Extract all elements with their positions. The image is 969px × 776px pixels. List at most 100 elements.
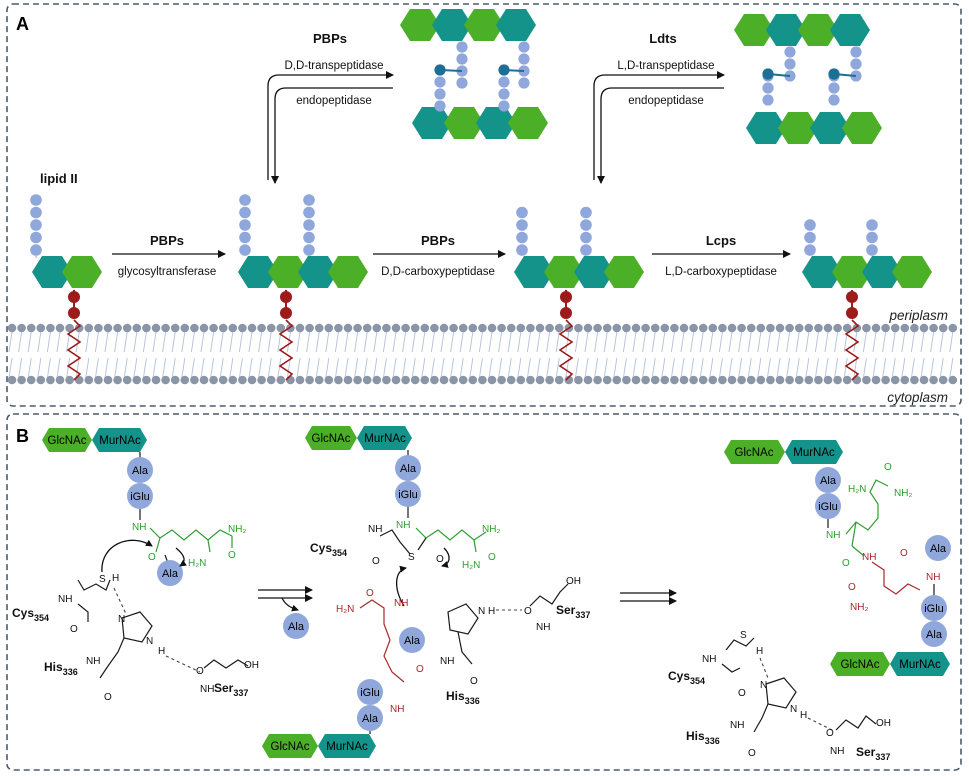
lipid-head-outer	[910, 323, 919, 333]
lipid-head-inner	[65, 375, 74, 385]
svg-text:H₂N: H₂N	[336, 604, 354, 615]
lipid-head-outer	[650, 323, 660, 333]
phosphate	[280, 307, 292, 319]
lipid-tail-lower	[862, 357, 867, 379]
lipid-head-inner	[343, 375, 353, 385]
svg-text:GlcNAc: GlcNAc	[271, 741, 310, 753]
murnac-hexagon	[802, 256, 842, 288]
lipid-head-outer	[228, 323, 238, 333]
stem-bead	[850, 46, 862, 58]
structure-2-acyl-enzyme: GlcNAc MurNAc Ala iGlu NH NH₂ H₂N O	[262, 426, 590, 758]
lipid-head-outer	[727, 323, 737, 333]
lipid-head-inner	[775, 375, 785, 385]
tripeptide-bead	[804, 219, 816, 231]
lipid-head-outer	[794, 323, 804, 333]
cys-label-2: Cys354	[310, 541, 347, 558]
lipid-tail-lower	[85, 357, 90, 379]
his-label-2: His336	[446, 689, 480, 706]
lipid-tail-upper	[526, 331, 531, 353]
svg-text:H: H	[800, 710, 807, 721]
lipid-head-inner	[631, 375, 641, 385]
lipid-tail-lower	[642, 357, 647, 379]
lipid-head-outer	[334, 323, 343, 333]
step1-enzyme: PBPs	[150, 233, 184, 248]
lipid-head-inner	[180, 375, 190, 385]
ser-label-2: Ser337	[556, 603, 590, 620]
pentapeptide-bead	[303, 244, 315, 256]
iglu-residue-bottom: iGlu	[357, 679, 383, 705]
svg-text:NH: NH	[390, 704, 404, 715]
svg-text:Ala: Ala	[132, 465, 149, 477]
svg-text:H: H	[756, 646, 763, 657]
svg-text:O: O	[196, 666, 204, 677]
svg-text:MurNAc: MurNAc	[326, 741, 368, 753]
glcnac-hexagon	[268, 256, 308, 288]
lipid-tail-upper	[123, 331, 128, 353]
lipid-tail-upper	[315, 331, 320, 353]
svg-text:O: O	[900, 548, 908, 559]
lipid-head-inner	[190, 375, 199, 385]
svg-text:N: N	[478, 606, 485, 617]
lipid-head-outer	[919, 323, 929, 333]
lipid-tail-lower	[267, 357, 272, 379]
lipid-head-inner	[449, 375, 458, 385]
svg-text:NH: NH	[396, 520, 410, 531]
lipid-head-inner	[890, 375, 900, 385]
lipid-tail-lower	[277, 357, 282, 379]
lipid-head-inner	[199, 375, 209, 385]
lipid-tail-upper	[517, 331, 522, 353]
glcnac-hexagon	[604, 256, 644, 288]
svg-text:GlcNAc: GlcNAc	[735, 447, 774, 459]
lipid-tail-lower	[930, 357, 935, 379]
svg-text:NH₂: NH₂	[228, 524, 246, 535]
svg-text:OH: OH	[244, 660, 259, 671]
lipid-tail-upper	[738, 331, 743, 353]
lipid-tail-lower	[632, 357, 637, 379]
lipid-tail-lower	[613, 357, 618, 379]
tetrapeptide-bead	[580, 219, 592, 231]
lipid-tail-lower	[306, 357, 311, 379]
pentapeptide-bead	[30, 206, 42, 219]
lipid-tail-upper	[910, 331, 915, 353]
crosslinked-peptidoglycan-ld	[734, 14, 882, 144]
lipid-head-outer	[468, 323, 478, 333]
lipid-head-inner	[324, 375, 334, 385]
ala-residue: Ala	[127, 457, 153, 483]
lipid-tail-lower	[747, 357, 752, 379]
stem-bead	[828, 94, 840, 106]
lipid-head-inner	[17, 375, 26, 385]
step3-activity: L,D-carboxypeptidase	[665, 266, 777, 278]
lipid-tail-lower	[498, 357, 503, 379]
svg-text:Ala: Ala	[926, 629, 943, 641]
ala-residue-right-bottom: Ala	[921, 621, 947, 647]
lipid-tail-upper	[162, 331, 167, 353]
lipid-head-inner	[766, 375, 775, 385]
pentapeptide-bead	[303, 219, 315, 231]
stem-bead	[518, 77, 530, 89]
lipid-tail-upper	[296, 331, 301, 353]
lipid-tail-upper	[181, 331, 186, 353]
murnac-hexagon	[766, 14, 806, 46]
lipid-head-outer	[814, 323, 823, 333]
svg-text:N: N	[760, 680, 767, 691]
glcnac-hexagon	[892, 256, 932, 288]
lipid-head-inner	[36, 375, 46, 385]
lipid-head-outer	[862, 323, 871, 333]
lipid-head-outer	[554, 323, 564, 333]
amine-attack-arrow	[396, 565, 407, 607]
electron-push-arrow	[175, 547, 187, 567]
lipid-tail-upper	[200, 331, 205, 353]
lipid-head-inner	[286, 375, 295, 385]
lipid-head-outer	[84, 323, 94, 333]
lipid-tail-upper	[450, 331, 455, 353]
lipid-head-inner	[103, 375, 113, 385]
svg-text:O: O	[738, 688, 746, 699]
lipid-tail-lower	[344, 357, 349, 379]
lipid-tail-lower	[37, 357, 42, 379]
ala-residue-mid: Ala	[399, 627, 425, 653]
branch1-activity1: D,D-transpeptidase	[284, 60, 383, 72]
lipid-tail-upper	[930, 331, 935, 353]
lipid-head-inner	[487, 375, 497, 385]
lipid-tail-upper	[536, 331, 541, 353]
branch1-arrow-out	[267, 71, 394, 180]
